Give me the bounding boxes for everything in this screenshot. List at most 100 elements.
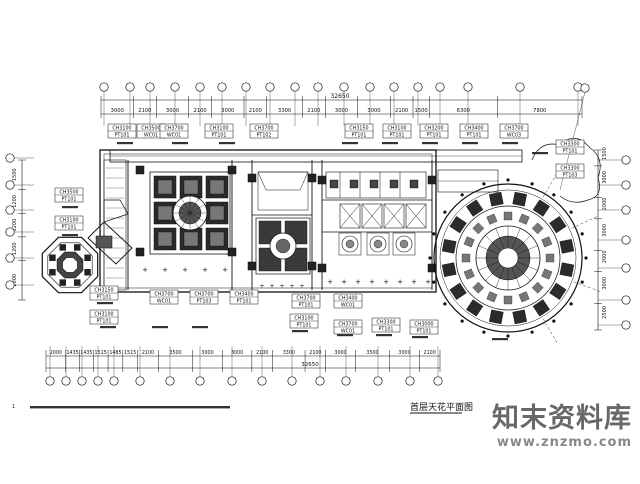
ceiling-tag-height: CH3100: [294, 316, 313, 322]
entrance-vestibule: [103, 199, 129, 223]
radial-inner-panel: [463, 236, 475, 248]
downlight-symbol: +: [269, 283, 274, 290]
axis-marker-top: [241, 82, 251, 92]
coffer-panel-inset: [209, 231, 225, 247]
structural-column: [317, 263, 327, 273]
ceiling-tag-material: WC01: [144, 133, 158, 139]
bottom-dimension-value: 1515: [95, 350, 107, 356]
right-dimension-value: 2000: [602, 198, 608, 211]
circular-light-core: [399, 239, 409, 249]
right-dimension-value: 3000: [602, 224, 608, 237]
ceiling-tag-material: PT102: [257, 133, 272, 139]
downlight-symbol: +: [259, 283, 264, 290]
downlight-symbol: +: [411, 278, 417, 286]
coffer-panel-inset: [157, 231, 173, 247]
structural-column: [427, 263, 437, 273]
perimeter-column: [482, 182, 486, 186]
perimeter-column: [482, 330, 486, 334]
annotation-text-mark: [172, 142, 188, 145]
dome-radial-rib: [517, 261, 538, 271]
axis-marker-top: [99, 82, 109, 92]
ceiling-tag-material: PT101: [427, 133, 442, 139]
axis-marker-right: [621, 263, 631, 273]
dome-radial-rib: [495, 228, 505, 249]
radial-inner-panel: [461, 253, 471, 263]
circular-hall-inner-wall: [439, 189, 577, 327]
radial-coffer-panel: [441, 262, 457, 278]
radial-coffer-panel: [449, 216, 467, 234]
dome-radial-rib: [514, 235, 531, 252]
x-pattern-diagonal: [361, 203, 383, 229]
axis-marker-circle: [580, 83, 590, 93]
axis-marker-top: [217, 82, 227, 92]
dome-rib: [189, 212, 205, 222]
radial-inner-panel: [486, 291, 498, 303]
perimeter-column: [530, 182, 534, 186]
downlight-symbol: +: [425, 278, 431, 286]
downlight-symbol: +: [383, 278, 389, 286]
circular-hall-oculus: [497, 247, 519, 269]
top-dimension-value: 2100: [395, 108, 408, 114]
ceiling-tag-height: CH3700: [504, 126, 523, 132]
ceiling-tag-height: CH3300: [376, 320, 395, 326]
ceiling-tag-height: CH3700: [254, 126, 273, 132]
radial-coffer-panel: [532, 299, 550, 317]
coffer-panel-inset: [209, 179, 225, 195]
radial-inner-panel: [472, 281, 485, 294]
radial-axis-line: [542, 171, 559, 198]
top-dimension-value: 6300: [457, 108, 470, 114]
perimeter-column: [569, 210, 573, 214]
axis-marker-top: [313, 82, 323, 92]
perimeter-column: [428, 256, 432, 260]
axis-marker-top: [125, 82, 135, 92]
octagon-pavilion-outline: [41, 236, 99, 294]
pavilion-coffer: [59, 279, 66, 286]
axis-marker-top: [435, 82, 445, 92]
radial-inner-panel: [518, 291, 530, 303]
ceiling-tag-material: WC01: [341, 303, 355, 309]
axis-marker-right: [621, 235, 631, 245]
circular-hall-outer-wall: [433, 183, 583, 333]
annotation-text-mark: [62, 206, 78, 209]
x-pattern-diagonal: [339, 203, 361, 229]
radial-inner-panel: [486, 213, 498, 225]
bottom-dimension-value: 2000: [50, 350, 62, 356]
axis-marker-left: [5, 227, 15, 237]
axis-marker-right: [621, 205, 631, 215]
x-pattern-ceiling-panel: [361, 203, 383, 229]
radial-inner-panel: [541, 236, 553, 248]
right-dimension-value: 1500: [602, 147, 608, 160]
top-dimension-value: 3000: [166, 108, 179, 114]
radial-inner-panel: [531, 222, 544, 235]
ceiling-tag-height: CH3400: [234, 292, 253, 298]
ceiling-tag-material: WC01: [157, 299, 171, 305]
ceiling-tag-material: PT101: [97, 295, 112, 301]
ceiling-tag-height: CH3000: [414, 322, 433, 328]
x-pattern-ceiling-panel: [339, 203, 361, 229]
downlight-symbol: +: [397, 278, 403, 286]
annotation-text-mark: [532, 152, 548, 155]
structural-column: [427, 175, 437, 185]
annotation-text-mark: [422, 142, 438, 145]
pavilion-connector: [87, 221, 133, 265]
dome-radial-rib: [495, 267, 505, 288]
dome-radial-rib: [511, 267, 521, 288]
left-dimension-value: 2000: [12, 274, 18, 287]
ceiling-tag-height: CH3400: [464, 126, 483, 132]
watermark-brand: 知末资料库: [492, 403, 632, 434]
axis-marker-left: [5, 205, 15, 215]
dome-radial-rib: [514, 264, 531, 281]
annotation-text-mark: [502, 142, 518, 145]
axis-marker-left: [5, 153, 15, 163]
dome-radial-rib: [517, 245, 538, 255]
